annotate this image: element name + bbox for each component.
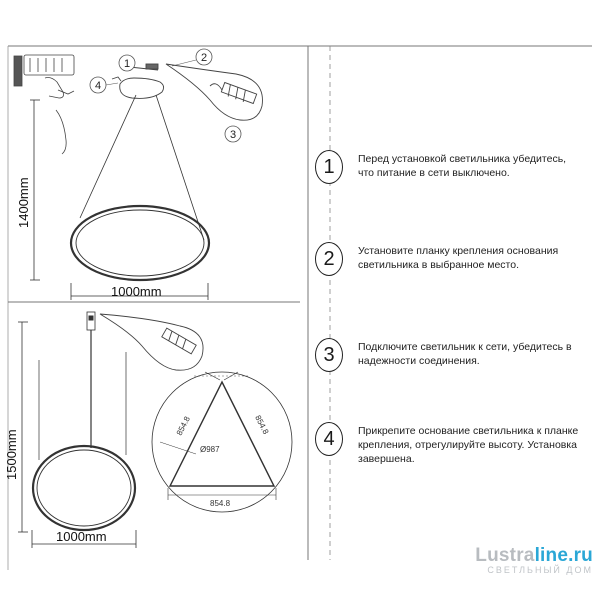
bottom-pendant	[31, 311, 137, 532]
bottom-height-label: 1500mm	[4, 429, 19, 480]
top-height-label: 1400mm	[16, 177, 31, 228]
step-text: Установите планку крепления основания св…	[358, 245, 559, 271]
watermark-logo: Lustraline.ru СВЕТЛЬНЫЙ ДОМ	[443, 545, 593, 585]
logo-brand: Lustraline.ru	[443, 545, 593, 567]
bottom-width-dimension	[31, 530, 137, 548]
hand-tool-illustration	[13, 54, 75, 155]
step-number: 1	[315, 150, 343, 184]
bottom-height-dimension	[18, 321, 28, 533]
ceiling-mount	[111, 63, 165, 99]
top-width-dimension	[70, 283, 209, 300]
mounting-geometry	[151, 371, 293, 513]
step-4: 4 Прикрепите основание светильника к пла…	[313, 422, 583, 482]
step-text: Подключите светильник к сети, убедитесь …	[358, 341, 572, 367]
step-text: Прикрепите основание светильника к планк…	[358, 425, 579, 465]
triangle-right-label: 854.8	[253, 414, 270, 436]
callout-3: 3	[224, 125, 242, 143]
logo-subtitle: СВЕТЛЬНЫЙ ДОМ	[487, 565, 593, 575]
step-3: 3 Подключите светильник к сети, убедитес…	[313, 338, 583, 398]
svg-text:4: 4	[95, 80, 101, 92]
connector-detail-top	[165, 63, 263, 121]
connector-detail-bottom	[99, 313, 204, 371]
logo-brand-part2: line.ru	[534, 545, 593, 566]
triangle-base-label: 854.8	[210, 499, 231, 508]
logo-brand-part1: Lustra	[475, 545, 535, 566]
callout-4: 4	[89, 76, 119, 94]
svg-text:2: 2	[201, 52, 207, 64]
svg-text:3: 3	[230, 129, 236, 141]
step-1: 1 Перед установкой светильника убедитесь…	[313, 150, 583, 210]
step-number: 4	[315, 422, 343, 456]
top-pendant	[69, 94, 211, 282]
step-number: 2	[315, 242, 343, 276]
top-height-dimension	[30, 99, 40, 281]
top-width-label: 1000mm	[111, 284, 162, 299]
triangle-left-label: 854.8	[175, 414, 192, 436]
step-2: 2 Установите планку крепления основания …	[313, 242, 583, 302]
step-number: 3	[315, 338, 343, 372]
diameter-label: Ø987	[200, 445, 220, 454]
step-text: Перед установкой светильника убедитесь, …	[358, 153, 567, 179]
svg-text:1: 1	[124, 58, 130, 70]
callout-2: 2	[171, 48, 213, 67]
bottom-width-label: 1000mm	[56, 529, 107, 544]
callout-1: 1	[118, 54, 136, 72]
